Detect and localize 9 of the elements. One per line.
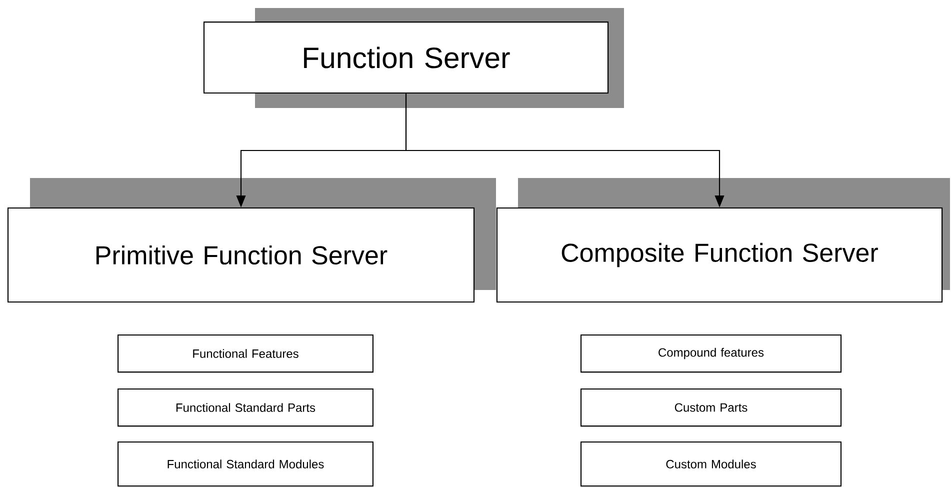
server-box: Composite Function Server [496,178,950,303]
item-box: Compound features [580,334,842,373]
server-box: Function Server [203,8,624,108]
item-box: Custom Parts [580,388,842,427]
item-box: Functional Standard Parts [118,388,374,427]
item-box: Custom Modules [580,441,842,487]
item-box: Functional Standard Modules [118,441,374,487]
item-box: Functional Features [118,334,374,373]
server-box: Primitive Function Server [7,178,496,303]
